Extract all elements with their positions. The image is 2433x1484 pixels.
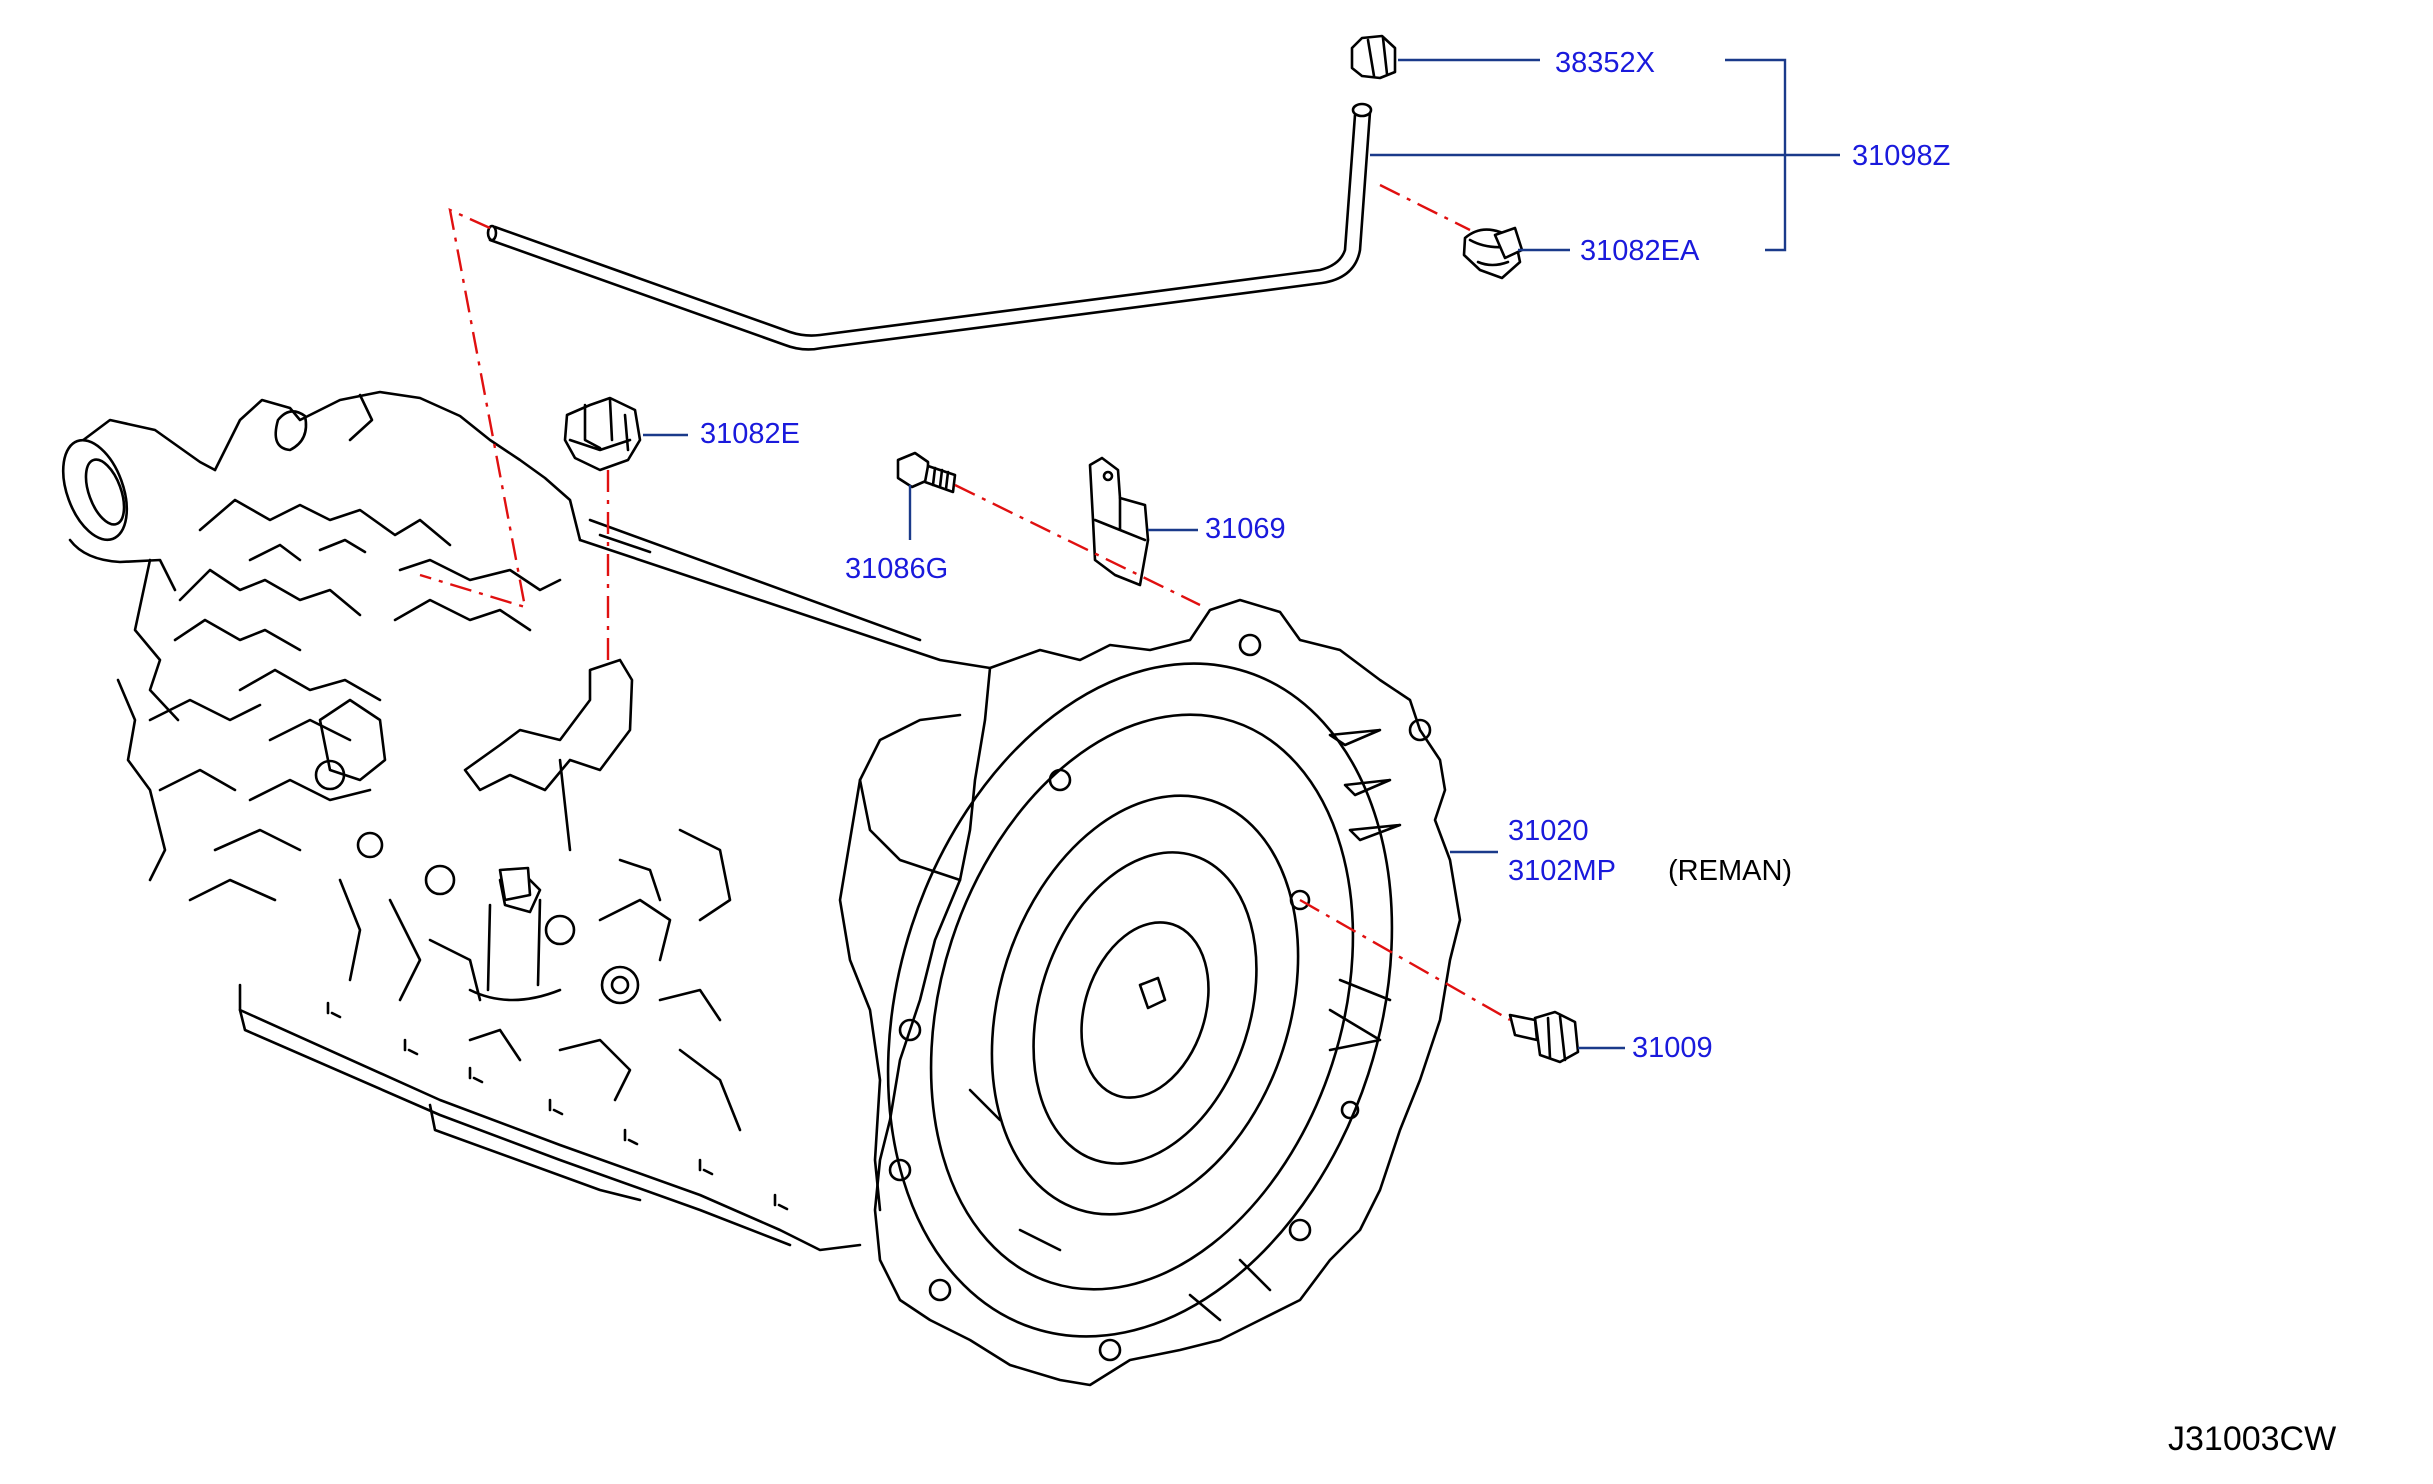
cap-38352x-drawing — [1350, 34, 1397, 80]
bolt-31086g-drawing — [896, 451, 957, 494]
part-label-31009[interactable]: 31009 — [1632, 1032, 1713, 1064]
part-label-31069[interactable]: 31069 — [1205, 513, 1286, 545]
part-label-3102mp[interactable]: 3102MP — [1508, 855, 1616, 887]
part-label-31020[interactable]: 31020 — [1508, 815, 1589, 847]
part-label-31098z[interactable]: 31098Z — [1852, 140, 1950, 172]
part-label-38352x[interactable]: 38352X — [1555, 47, 1655, 79]
part-label-31082e[interactable]: 31082E — [700, 418, 800, 450]
breather-hose-drawing — [486, 102, 1373, 351]
leader-lines — [643, 58, 1840, 1050]
transmission-assembly-drawing — [61, 390, 1462, 1387]
part-labels: 38352X 31098Z 31082EA 31082E 31086G 3106… — [700, 47, 1950, 1064]
clip-31082e-drawing — [563, 396, 642, 472]
reman-note: (REMAN) — [1668, 855, 1792, 887]
clip-31082ea-drawing — [1462, 226, 1524, 280]
bolt-31009-drawing — [1508, 1010, 1580, 1064]
part-label-31086g[interactable]: 31086G — [845, 553, 948, 585]
part-label-31082ea[interactable]: 31082EA — [1580, 235, 1700, 267]
assembly-guide-lines — [419, 183, 1511, 1022]
diagram-id: J31003CW — [2168, 1420, 2336, 1458]
bracket-31069-drawing — [1088, 456, 1150, 587]
